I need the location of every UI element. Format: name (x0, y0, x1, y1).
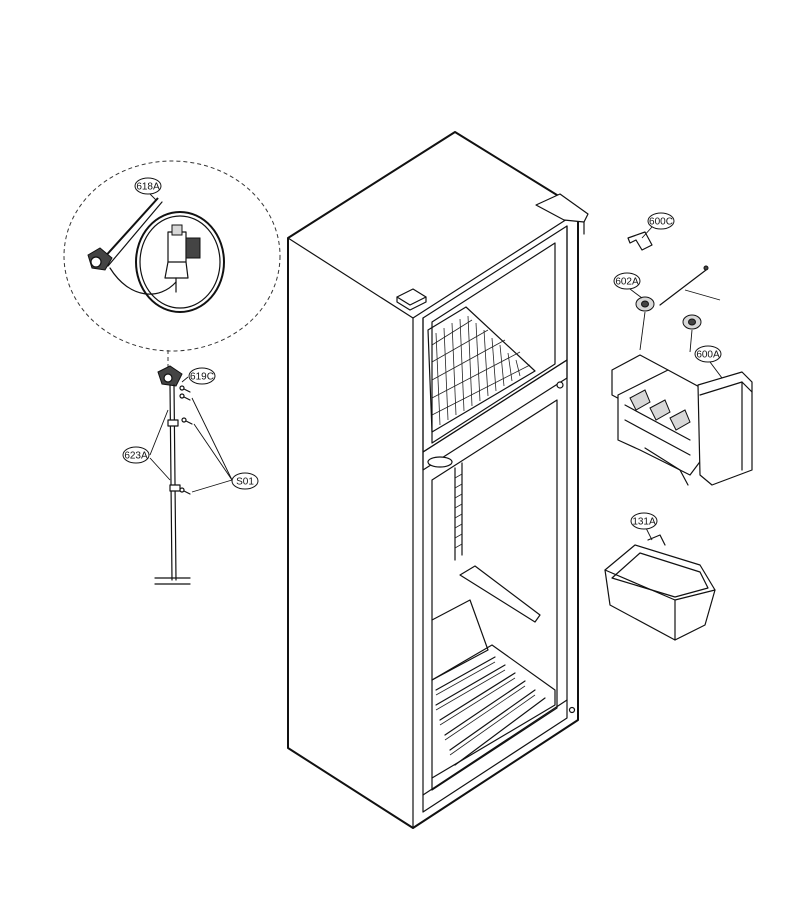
leader-600C (641, 226, 653, 239)
grommet-left (635, 296, 655, 312)
callout-618A: 618A (134, 177, 162, 195)
callout-131A: 131A (630, 512, 658, 530)
water-valve-detail (63, 160, 281, 352)
leader-618A (149, 193, 157, 201)
shelf-rail (454, 462, 463, 561)
screw-lower (179, 417, 193, 495)
svg-text:600C: 600C (649, 217, 673, 228)
callout-623A: 623A (122, 446, 150, 464)
leader-602A (629, 288, 643, 299)
water-line-assembly (154, 365, 193, 585)
ice-bin (604, 527, 716, 641)
callout-619C: 619C (188, 367, 216, 385)
svg-text:618A: 618A (136, 182, 160, 193)
refrigerator-cabinet (287, 131, 589, 829)
callout-S01: S01 (231, 472, 259, 490)
screw-upper (179, 385, 191, 401)
ice-maker-assembly (611, 231, 753, 486)
freezer-shelf (427, 306, 536, 433)
callout-602A: 602A (613, 272, 641, 290)
svg-text:623A: 623A (124, 451, 148, 462)
water-line-leaders (149, 376, 233, 493)
svg-text:131A: 131A (632, 517, 656, 528)
leader-600A (709, 361, 723, 379)
svg-text:S01: S01 (236, 477, 254, 488)
svg-text:600A: 600A (696, 350, 720, 361)
callout-600A: 600A (694, 345, 722, 363)
svg-text:619C: 619C (190, 372, 214, 383)
callout-600C: 600C (647, 212, 675, 230)
grommet-right (682, 314, 702, 330)
svg-text:602A: 602A (615, 277, 639, 288)
crisper-base (431, 644, 556, 779)
